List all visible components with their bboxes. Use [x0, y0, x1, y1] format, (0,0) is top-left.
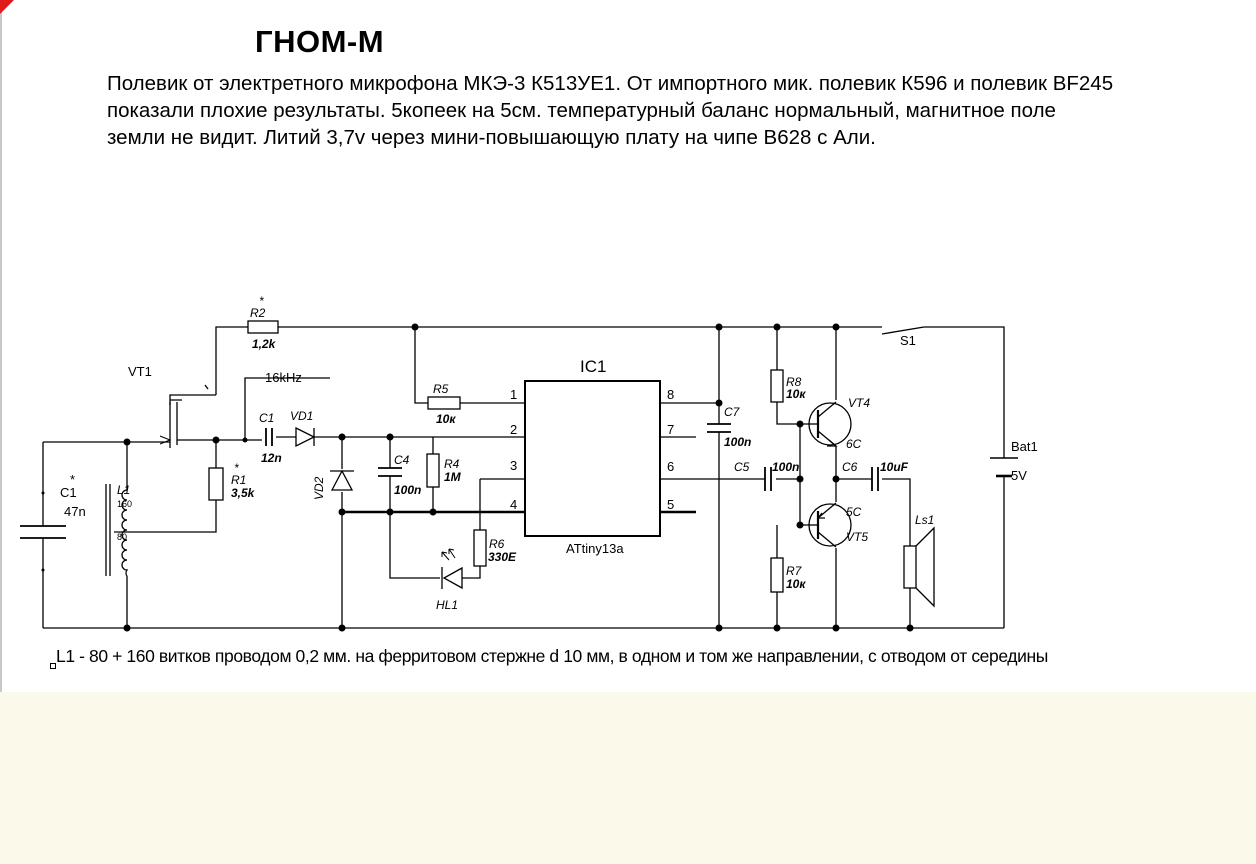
vt4-part: 6C — [846, 437, 862, 451]
r6-value: 330E — [488, 550, 517, 564]
r4-value: 1M — [444, 470, 462, 484]
capacitor-c5: C5 100n — [734, 460, 799, 491]
transistor-vt4: VT4 6C — [808, 396, 870, 451]
resistor-r1: R1 3,5k * — [208, 461, 256, 501]
r6-name: R6 — [489, 537, 505, 551]
r2-name: R2 — [250, 306, 266, 320]
vt4-name: VT4 — [848, 396, 870, 410]
c7-value: 100n — [724, 435, 751, 449]
r8-value: 10к — [786, 387, 806, 401]
ic1-pin-4: 4 — [510, 497, 517, 512]
led-hl1: HL1 — [436, 548, 463, 612]
l1-name: L1 — [117, 483, 130, 497]
ic1-pin-5: 5 — [667, 497, 674, 512]
r1-name: R1 — [231, 473, 246, 487]
capacitor-c6: C6 10uF — [842, 460, 909, 491]
c4-value: 100n — [394, 483, 421, 497]
ic1-pin-3: 3 — [510, 458, 517, 473]
ic1-pin-8: 8 — [667, 387, 674, 402]
vd1-name: VD1 — [290, 409, 313, 423]
footnote: L1 - 80 + 160 витков проводом 0,2 мм. на… — [56, 646, 1048, 666]
c1-value: 47n — [64, 504, 86, 519]
resistor-r6: R6 330E — [473, 529, 517, 567]
wires — [42, 326, 1005, 629]
signal-16khz-label: 16kHz — [265, 370, 302, 385]
capacitor-c4: C4 100n — [378, 453, 421, 497]
description-line: показали плохие результаты. 5копеек на 5… — [107, 99, 1056, 122]
transistor-vt1: VT1 — [128, 364, 209, 448]
l1-tap-160: 160 — [117, 499, 132, 509]
inductor-l1: L1 160 80 — [105, 483, 132, 577]
junctions — [41, 323, 914, 632]
resistor-r8: R8 10к — [770, 369, 806, 403]
r1-star: * — [234, 461, 239, 475]
capacitor-c1: C1 47n * — [20, 472, 86, 539]
resistor-r7: R7 10к — [770, 557, 806, 593]
r1-value: 3,5k — [231, 486, 256, 500]
bat1-name: Bat1 — [1011, 439, 1038, 454]
resistor-r5: R5 10к — [427, 382, 461, 426]
c4-name: C4 — [394, 453, 410, 467]
switch-s1: S1 — [900, 333, 916, 348]
ic1-pin-1: 1 — [510, 387, 517, 402]
c7-name: C7 — [724, 405, 741, 419]
r8-name: R8 — [786, 375, 802, 389]
page-edge — [0, 0, 2, 692]
ic1-pin-6: 6 — [667, 459, 674, 474]
transistor-vt5: 5C VT5 — [808, 502, 868, 548]
diode-vd1: VD1 — [290, 409, 316, 448]
vt5-part: 5C — [846, 505, 862, 519]
diode-vd2: VD2 — [312, 469, 354, 500]
ls1-name: Ls1 — [915, 513, 934, 527]
resistor-r2: R2 1,2k * — [247, 294, 279, 351]
r2-star: * — [259, 294, 264, 308]
page-title: ГНОМ-М — [255, 24, 385, 59]
r5-name: R5 — [433, 382, 449, 396]
hl1-name: HL1 — [436, 598, 458, 612]
r7-value: 10к — [786, 577, 806, 591]
vt1-name: VT1 — [128, 364, 152, 379]
c1b-value: 12n — [261, 451, 282, 465]
description-line: земли не видит. Литий 3,7v через мини-по… — [107, 126, 876, 149]
l1-tap-80: 80 — [117, 532, 127, 542]
c1b-name: C1 — [259, 411, 274, 425]
c6-value: 10uF — [880, 460, 909, 474]
ic-ic1: IC1 ATtiny13a 1 2 3 4 8 7 6 5 — [510, 357, 674, 556]
c6-name: C6 — [842, 460, 858, 474]
capacitor-c1b: C1 12n — [259, 411, 282, 465]
s1-name: S1 — [900, 333, 916, 348]
ic1-pin-2: 2 — [510, 422, 517, 437]
r7-name: R7 — [786, 564, 803, 578]
capacitor-c7: C7 100n — [707, 405, 751, 449]
c1-star: * — [70, 472, 75, 487]
ic1-pin-7: 7 — [667, 422, 674, 437]
c5-name: C5 — [734, 460, 750, 474]
r5-value: 10к — [436, 412, 456, 426]
footnote-marker — [50, 663, 56, 669]
bat1-value: 5V — [1011, 468, 1027, 483]
c1-name: C1 — [60, 485, 77, 500]
bottom-background — [0, 692, 1256, 864]
battery-bat1: Bat1 5V — [990, 439, 1038, 483]
corner-mark — [0, 0, 14, 14]
description: Полевик от электретного микрофона МКЭ-3 … — [107, 70, 1247, 151]
vt5-name: VT5 — [846, 530, 868, 544]
speaker-ls1: Ls1 — [903, 513, 935, 608]
resistor-r4: R4 1M — [426, 453, 462, 488]
r2-value: 1,2k — [252, 337, 277, 351]
ic1-name: IC1 — [580, 357, 606, 376]
vd2-name: VD2 — [312, 476, 326, 500]
ic1-part: ATtiny13a — [566, 541, 624, 556]
c5-value: 100n — [772, 460, 799, 474]
r4-name: R4 — [444, 457, 460, 471]
description-line: Полевик от электретного микрофона МКЭ-3 … — [107, 72, 1114, 95]
